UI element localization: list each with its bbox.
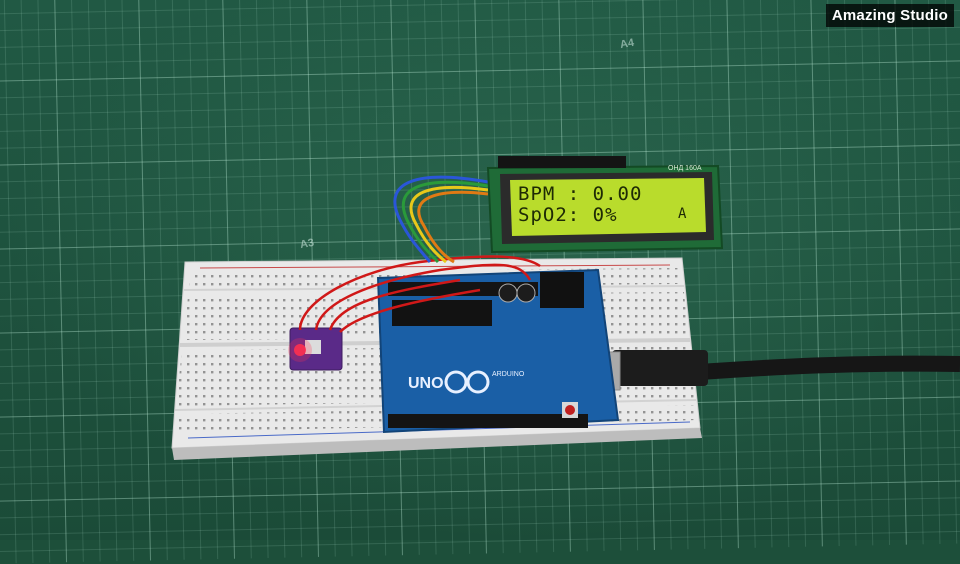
usb-cable (561, 350, 960, 391)
electronics-photo: UNO ARDUINO ОНД 160А (171, 156, 960, 460)
arduino-uno-label: UNO (408, 375, 444, 392)
lcd-line-2: SpO2: 0% (518, 204, 618, 226)
red-jumper-wires (298, 255, 541, 333)
lcd-pcb-label: ОНД 160А (668, 165, 702, 172)
lcd-line-1: BPM : 0.00 (518, 183, 643, 205)
max30100-sensor-module (288, 327, 343, 371)
arduino-uno-board (376, 268, 620, 434)
lcd-module (486, 156, 724, 254)
watermark-label: Amazing Studio (825, 4, 954, 27)
arduino-maker-label: ARDUINO (492, 371, 525, 378)
lcd-corner-glyph: A (678, 206, 688, 222)
lcd-ribbon-wires (393, 175, 489, 264)
